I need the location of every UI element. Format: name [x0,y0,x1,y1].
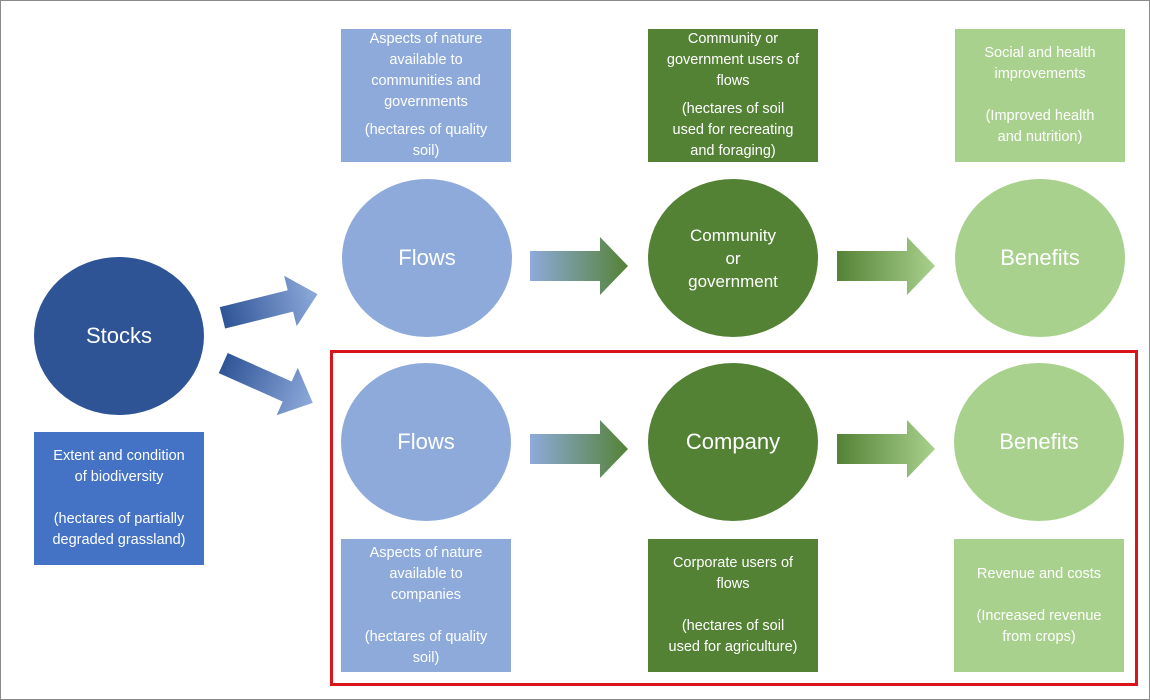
bottom-benefits-box-title: Revenue and costs [976,565,1102,582]
bottom-flows-label: Flows [397,429,455,454]
bottom-benefits-circle: Benefits [954,363,1124,521]
bottom-company-to-benefits-arrow [837,420,935,478]
bottom-benefits-label: Benefits [999,429,1079,454]
top-benefits-box: Social and health improvements (Improved… [955,29,1125,162]
top-benefits-box-title: Social and health improvements [984,45,1096,82]
bottom-benefits-box-detail: (Increased revenue from crops) [976,607,1102,645]
top-flows-label: Flows [398,245,456,270]
bottom-benefits-box: Revenue and costs (Increased revenue fro… [954,539,1124,672]
bottom-flows-to-company-arrow [530,420,628,478]
top-benefits-box-detail: (Improved health and nutrition) [985,108,1095,145]
top-flows-box-title: Aspects of nature available to communiti… [369,31,483,110]
stocks-box-detail: (hectares of partially degraded grasslan… [52,511,186,548]
stocks-circle: Stocks [34,257,204,415]
bottom-company-circle: Company [648,363,818,521]
top-benefits-label: Benefits [1000,245,1080,270]
top-user-box-detail: (hectares of soil used for recreating an… [672,101,794,159]
stocks-box: Extent and condition of biodiversity (he… [34,432,204,565]
top-user-box-title: Community or government users of flows [666,31,800,89]
top-flows-box: Aspects of nature available to communiti… [341,29,511,162]
top-flows-circle: Flows [342,179,512,337]
top-user-to-benefits-arrow [837,237,935,295]
bottom-company-box-detail: (hectares of soil used for agriculture) [668,618,798,655]
bottom-flows-box-detail: (hectares of quality soil) [364,628,488,666]
top-benefits-circle: Benefits [955,179,1125,337]
bottom-company-label: Company [685,429,781,454]
top-flows-to-user-arrow [530,237,628,295]
bottom-company-box-title: Corporate users of flows [672,555,794,592]
bottom-flows-box-title: Aspects of nature available to companies [369,544,483,603]
stocks-box-title: Extent and condition of biodiversity [53,448,185,485]
bottom-company-box: Corporate users of flows (hectares of so… [648,539,818,672]
top-flows-box-detail: (hectares of quality soil) [364,122,488,159]
top-user-box: Community or government users of flows (… [648,29,818,162]
stocks-to-top-flows-arrow [219,275,318,329]
top-user-circle: Community or government [648,179,818,337]
top-user-label: Community or government [688,225,778,291]
bottom-flows-circle: Flows [341,363,511,521]
bottom-flows-box: Aspects of nature available to companies… [341,539,511,672]
stocks-to-bottom-flows-arrow [218,353,313,416]
stocks-label: Stocks [85,323,153,348]
company-row-highlight [330,350,1138,686]
